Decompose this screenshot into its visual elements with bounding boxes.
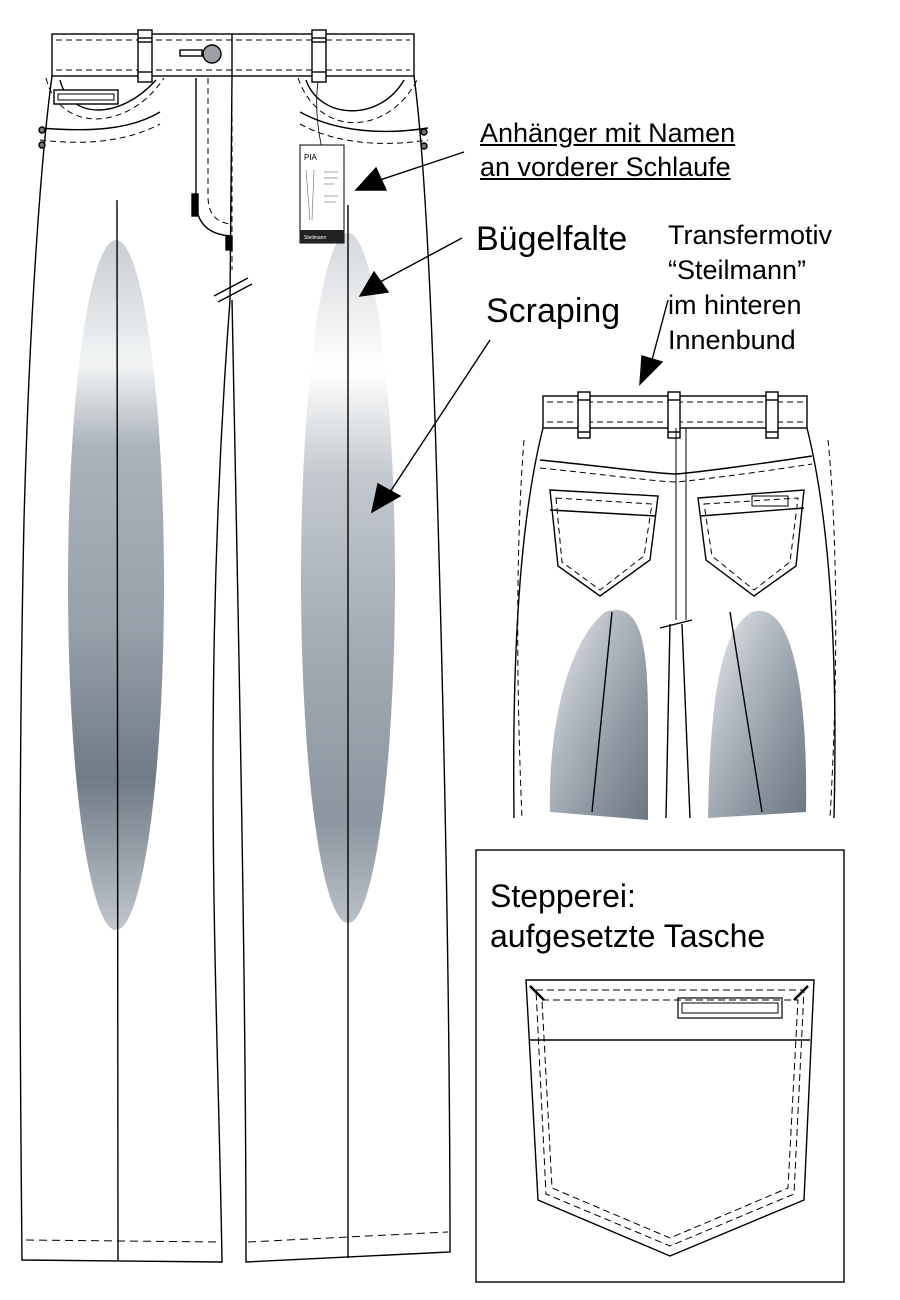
crease-line-left bbox=[116, 199, 119, 1261]
front-belt-loops bbox=[137, 29, 327, 83]
label-hang-tag: Anhänger mit Namen an vorderer Schlaufe bbox=[480, 116, 735, 184]
label-stitching: Stepperei: aufgesetzte Tasche bbox=[490, 876, 765, 956]
front-waistband bbox=[51, 33, 415, 77]
front-right-leg-outline bbox=[231, 75, 451, 1263]
back-scraping-right bbox=[708, 610, 807, 818]
label-scraping: Scraping bbox=[486, 292, 621, 330]
scraping-shade-left bbox=[68, 240, 164, 930]
detail-pocket bbox=[525, 979, 815, 1257]
callout-arrows bbox=[354, 151, 669, 514]
back-pocket-left bbox=[549, 489, 659, 597]
label-stitching-line2: aufgesetzte Tasche bbox=[490, 918, 766, 954]
front-left-leg-outline bbox=[19, 75, 233, 1263]
label-transfer-line2: “Steilmann” bbox=[668, 255, 807, 285]
detail-frame bbox=[475, 849, 845, 1283]
front-right-pocket bbox=[305, 79, 405, 112]
hang-tag: PIA Steilmann bbox=[299, 81, 345, 244]
label-transfer-line4: Innenbund bbox=[668, 325, 796, 355]
hang-tag-footer: Steilmann bbox=[304, 235, 326, 241]
back-pocket-right bbox=[697, 489, 805, 597]
waist-button bbox=[202, 44, 222, 64]
back-view bbox=[513, 391, 837, 820]
label-hang-tag-line2: an vorderer Schlaufe bbox=[480, 152, 731, 182]
label-transfer-line3: im hinteren bbox=[668, 290, 802, 320]
label-stitching-line1: Stepperei: bbox=[490, 878, 636, 914]
label-transfer-line1: Transfermotiv bbox=[668, 220, 833, 250]
label-transfer-motif: Transfermotiv “Steilmann” im hinteren In… bbox=[668, 218, 832, 358]
front-fly bbox=[195, 78, 233, 237]
label-hang-tag-line1: Anhänger mit Namen bbox=[480, 118, 736, 148]
back-outline bbox=[513, 427, 836, 819]
back-scraping-left bbox=[549, 609, 648, 820]
hang-tag-brand: PIA bbox=[304, 153, 318, 162]
front-view bbox=[19, 29, 451, 1263]
pocket-detail-box bbox=[475, 849, 845, 1283]
back-belt-loops bbox=[577, 391, 779, 439]
label-crease: Bügelfalte bbox=[476, 220, 628, 258]
